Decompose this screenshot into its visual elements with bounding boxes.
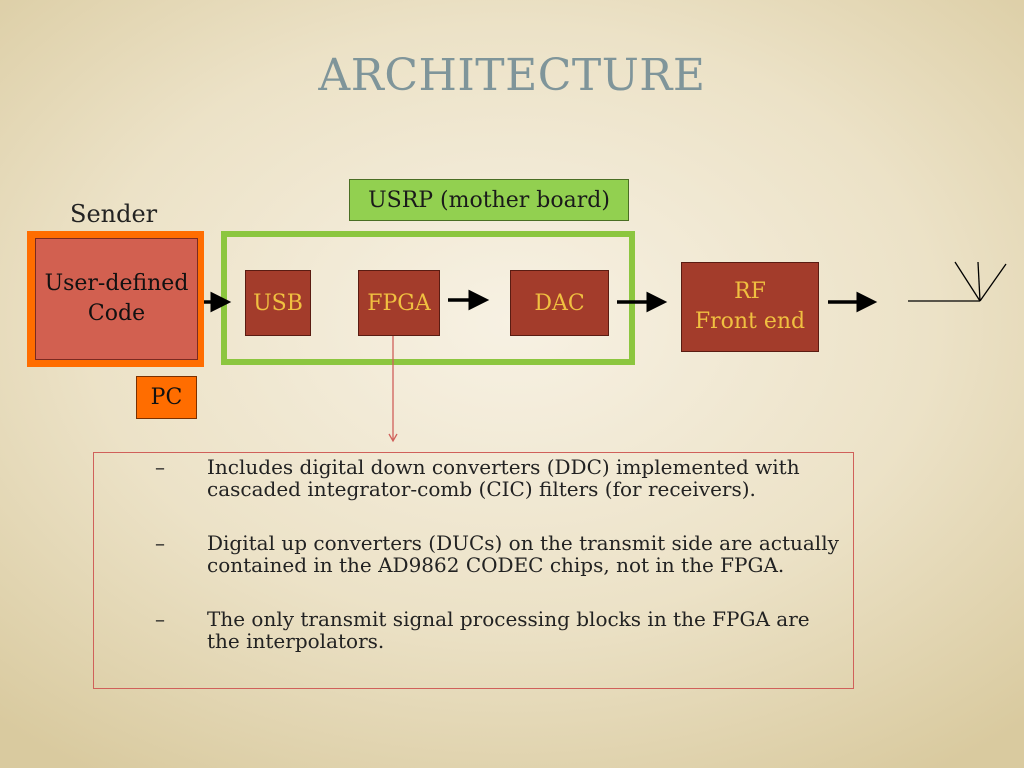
- pc-box: PC: [136, 376, 197, 419]
- rf-label-line-1: RF: [734, 279, 766, 304]
- antenna-icon: [908, 261, 1007, 302]
- bullet-dash: –: [155, 455, 165, 479]
- fpga-label: FPGA: [367, 290, 431, 316]
- bullet-dash: –: [155, 607, 165, 631]
- user-defined-code-block: User-defined Code: [35, 238, 198, 360]
- sender-label: Sender: [70, 200, 158, 228]
- rf-front-end-block: RF Front end: [681, 262, 819, 352]
- rf-label-line-2: Front end: [694, 309, 806, 334]
- note-text: The only transmit signal processing bloc…: [207, 607, 810, 653]
- fpga-notes-box: – Includes digital down converters (DDC)…: [93, 452, 854, 689]
- slide-title: ARCHITECTURE: [318, 50, 706, 101]
- note-text: Digital up converters (DUCs) on the tran…: [207, 531, 839, 577]
- fpga-block: FPGA: [358, 270, 440, 336]
- user-code-line-2: Code: [87, 301, 146, 326]
- dac-block: DAC: [510, 270, 609, 336]
- note-text: Includes digital down converters (DDC) i…: [207, 455, 800, 501]
- usrp-motherboard-label: USRP (mother board): [349, 179, 629, 221]
- user-code-line-1: User-defined: [44, 271, 189, 296]
- usb-label: USB: [253, 290, 303, 316]
- usb-block: USB: [245, 270, 311, 336]
- dac-label: DAC: [534, 290, 585, 316]
- bullet-dash: –: [155, 531, 165, 555]
